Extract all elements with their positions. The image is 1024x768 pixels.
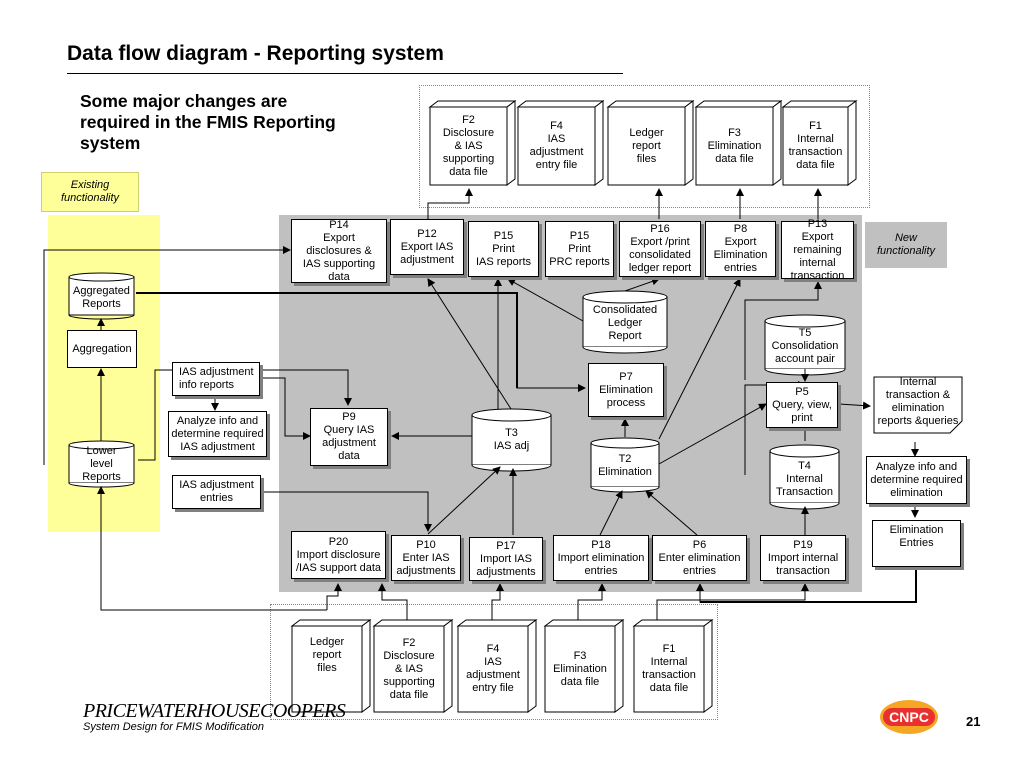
process-p8: P8 Export Elimination entries bbox=[705, 221, 776, 277]
note-analyze-elimination: Analyze info and determine required elim… bbox=[866, 456, 967, 504]
cnpc-logo-text: CNPC bbox=[883, 708, 935, 726]
process-p15-ias: P15 Print IAS reports bbox=[468, 221, 539, 277]
store-aggregated-label: Aggregated Reports bbox=[73, 285, 130, 310]
top-file-f1-label: F1 Internal transaction data file bbox=[788, 120, 843, 171]
process-p7: P7 Elimination process bbox=[588, 363, 664, 417]
process-p17: P17 Import IAS adjustments bbox=[469, 537, 543, 581]
store-t2-label: T2 Elimination bbox=[598, 453, 652, 478]
process-p19: P19 Import internal transaction bbox=[760, 535, 846, 581]
page-number: 21 bbox=[966, 714, 981, 729]
process-p6: P6 Enter elimination entries bbox=[652, 535, 747, 581]
bottom-file-ledger-label: Ledger report files bbox=[309, 636, 345, 674]
process-p14: P14 Export disclosures & IAS supporting … bbox=[291, 219, 387, 283]
process-p13: P13 Export remaining internal transactio… bbox=[781, 218, 854, 282]
bottom-file-f1-label: F1 Internal transaction data file bbox=[642, 643, 696, 694]
note-ias-info-reports: IAS adjustment info reports bbox=[172, 362, 260, 396]
note-analyze-ias: Analyze info and determine required IAS … bbox=[168, 411, 267, 457]
top-file-ledger-label: Ledger report files bbox=[629, 126, 664, 165]
note-elimination-entries: Elimination Entries bbox=[872, 520, 961, 567]
top-file-f3-label: F3 Elimination data file bbox=[707, 126, 762, 165]
pwc-logo: PRICEWATERHOUSECOOPERS bbox=[83, 700, 346, 722]
existing-functionality-area bbox=[48, 215, 160, 532]
bottom-file-f4-label: F4 IAS adjustment entry file bbox=[466, 643, 520, 694]
top-files-region bbox=[419, 85, 870, 208]
store-t4-label: T4 Internal Transaction bbox=[775, 459, 834, 498]
note-ias-entries: IAS adjustment entries bbox=[172, 475, 261, 509]
process-p5: P5 Query, view, print bbox=[766, 382, 838, 428]
top-file-f2-label: F2 Disclosure & IAS supporting data file bbox=[442, 113, 495, 178]
store-consolidated-label: Consolidated Ledger Report bbox=[592, 303, 658, 342]
process-p10: P10 Enter IAS adjustments bbox=[391, 535, 461, 581]
page-title: Data flow diagram - Reporting system bbox=[67, 42, 444, 65]
legend-existing: Existing functionality bbox=[41, 172, 139, 212]
process-p16: P16 Export /print consolidated ledger re… bbox=[619, 221, 701, 277]
bottom-file-f3-label: F3 Elimination data file bbox=[553, 649, 607, 688]
process-p18: P18 Import elimination entries bbox=[553, 535, 649, 581]
note-internal-reports: Internal transaction & elimination repor… bbox=[877, 376, 959, 427]
process-p9: P9 Query IAS adjustment data bbox=[310, 408, 388, 466]
legend-new: New functionality bbox=[865, 222, 947, 268]
bottom-file-f2-label: F2 Disclosure & IAS supporting data file bbox=[383, 636, 435, 701]
cnpc-logo: CNPC bbox=[880, 700, 938, 734]
store-t5-label: T5 Consolidation account pair bbox=[771, 326, 839, 365]
process-p20: P20 Import disclosure /IAS support data bbox=[291, 531, 386, 579]
footer-subtitle: System Design for FMIS Modification bbox=[83, 721, 264, 733]
subtitle: Some major changes are required in the F… bbox=[80, 91, 336, 153]
top-file-f4-label: F4 IAS adjustment entry file bbox=[529, 120, 584, 171]
process-p12: P12 Export IAS adjustment bbox=[390, 219, 464, 275]
store-t3-label: T3 IAS adj bbox=[493, 427, 530, 452]
process-aggregation: Aggregation bbox=[67, 330, 137, 368]
process-p15-prc: P15 Print PRC reports bbox=[545, 221, 614, 277]
title-rule bbox=[67, 73, 623, 74]
store-lower-label: Lower level Reports bbox=[82, 444, 121, 483]
